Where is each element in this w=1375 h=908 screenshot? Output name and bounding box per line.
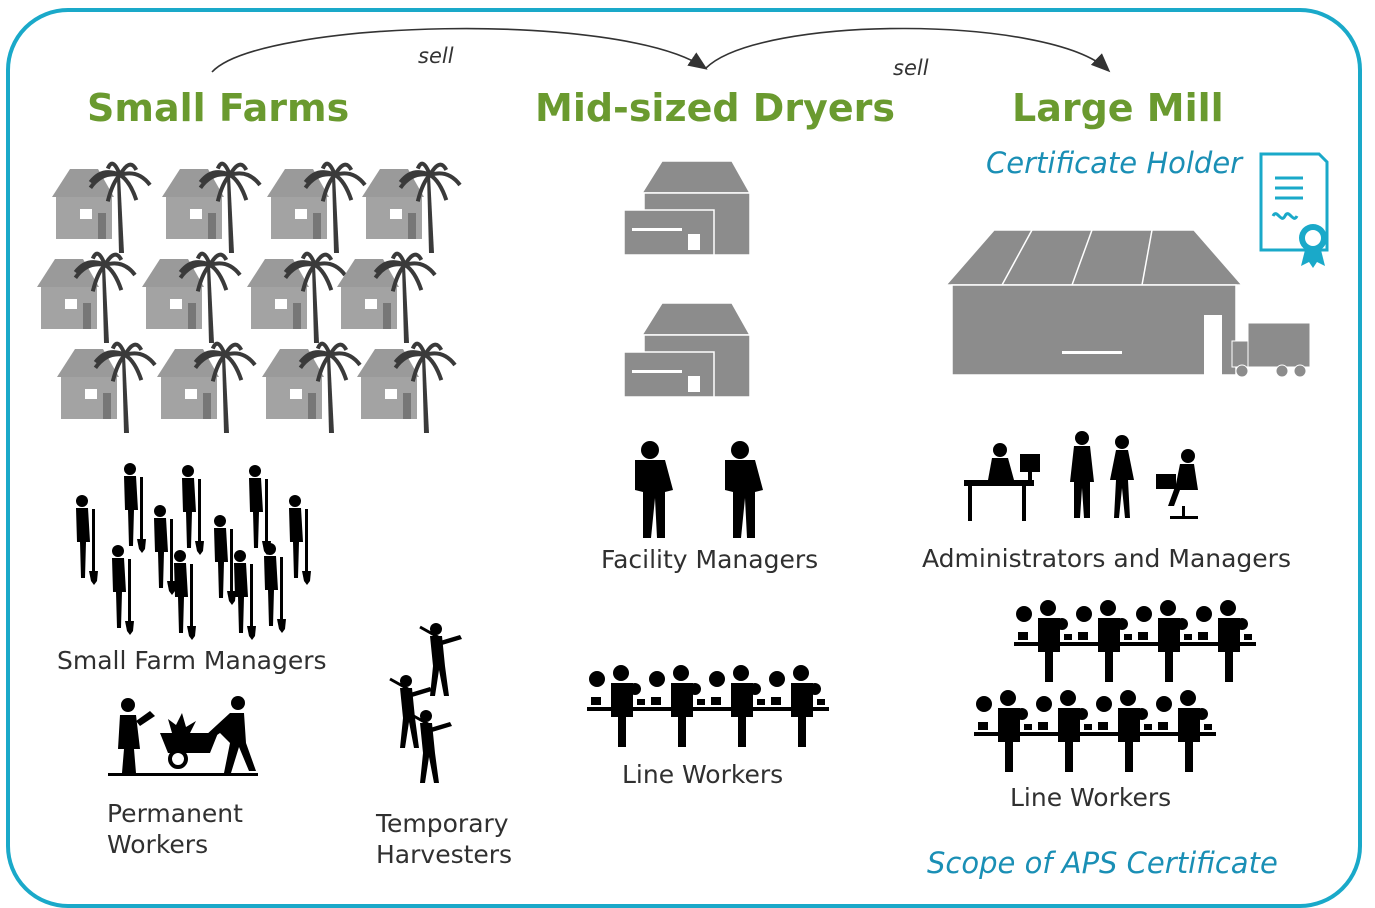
line-worker-station <box>974 690 1036 772</box>
line-workers-icon <box>587 665 829 747</box>
sell-arrow-2 <box>705 27 1111 73</box>
harvester-icon <box>419 623 462 696</box>
certificate-icon <box>1259 152 1329 268</box>
dryer-building-icon <box>623 160 752 256</box>
house-palm-icon <box>142 251 242 343</box>
mill-line-workers-label: Line Workers <box>1010 783 1172 812</box>
farmer-shovel-icon <box>174 550 196 640</box>
house-palm-icon <box>262 341 362 433</box>
wheelbarrow-workers-icon <box>108 696 258 776</box>
manager-silhouette-icon <box>635 441 673 538</box>
farmer-shovel-icon <box>76 495 98 585</box>
line-worker-station <box>1014 600 1076 682</box>
house-palm-icon <box>362 161 462 253</box>
line-workers-icon <box>974 690 1216 772</box>
small-farms-houses <box>37 161 462 433</box>
house-palm-icon <box>357 341 457 433</box>
permanent-workers-label-2: Workers <box>107 830 209 859</box>
sell-label-1: sell <box>418 44 454 68</box>
small-farm-managers-group <box>76 463 311 640</box>
line-worker-station <box>1074 600 1136 682</box>
truck-icon <box>1231 322 1311 378</box>
line-worker-station <box>1134 600 1196 682</box>
dryer-building-icon <box>623 302 752 398</box>
line-worker-station <box>647 665 709 747</box>
line-worker-station <box>1034 690 1096 772</box>
line-worker-station <box>587 665 649 747</box>
house-palm-icon <box>267 161 367 253</box>
scope-of-aps-certificate-label: Scope of APS Certificate <box>927 846 1278 880</box>
mill-building-icon <box>944 229 1311 378</box>
temporary-harvesters-label-1: Temporary <box>376 809 509 838</box>
farmer-shovel-icon <box>124 463 146 553</box>
dryer-line-workers-label: Line Workers <box>622 760 784 789</box>
line-worker-station <box>707 665 769 747</box>
mid-sized-dryers-title: Mid-sized Dryers <box>535 86 895 130</box>
farmer-shovel-icon <box>264 543 286 633</box>
house-palm-icon <box>337 251 437 343</box>
line-worker-station <box>1094 690 1156 772</box>
line-worker-station <box>767 665 829 747</box>
facility-managers-label: Facility Managers <box>601 545 819 574</box>
sell-arrow-1 <box>211 27 708 73</box>
permanent-workers-label-1: Permanent <box>107 799 243 828</box>
small-farms-title: Small Farms <box>87 86 350 130</box>
farmer-shovel-icon <box>182 465 204 555</box>
house-palm-icon <box>57 341 157 433</box>
line-workers-icon <box>1014 600 1256 682</box>
house-palm-icon <box>37 251 137 343</box>
farmer-shovel-icon <box>249 465 271 555</box>
farmer-shovel-icon <box>112 545 134 635</box>
farmer-shovel-icon <box>234 550 256 640</box>
farmer-shovel-icon <box>289 495 311 585</box>
sell-arrows <box>211 27 1111 73</box>
house-palm-icon <box>247 251 347 343</box>
certificate-holder-label: Certificate Holder <box>986 146 1243 180</box>
small-farm-managers-label: Small Farm Managers <box>57 646 327 675</box>
sell-label-2: sell <box>893 56 929 80</box>
temporary-harvesters-label-2: Harvesters <box>376 840 513 869</box>
house-palm-icon <box>162 161 262 253</box>
farmer-shovel-icon <box>214 515 236 605</box>
house-palm-icon <box>157 341 257 433</box>
line-worker-station <box>1194 600 1256 682</box>
harvester-group <box>389 623 462 783</box>
office-staff-icon <box>964 431 1198 521</box>
harvester-icon <box>389 675 432 748</box>
large-mill-title: Large Mill <box>1012 86 1224 130</box>
manager-silhouette-icon <box>725 441 763 538</box>
harvester-icon <box>409 710 452 783</box>
line-worker-station <box>1154 690 1216 772</box>
farmer-shovel-icon <box>154 505 176 595</box>
house-palm-icon <box>52 161 152 253</box>
administrators-and-managers-label: Administrators and Managers <box>922 544 1291 573</box>
